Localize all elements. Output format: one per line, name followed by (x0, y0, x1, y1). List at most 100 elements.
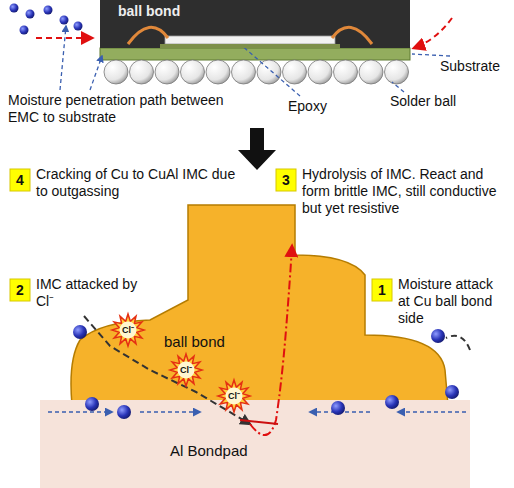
leader-lines (412, 54, 450, 56)
callout-number-text: 4 (16, 172, 24, 189)
label-box: Moisture penetration path between EMC to… (8, 92, 256, 126)
label-box: Substrate (440, 58, 510, 75)
solder-ball (283, 60, 307, 84)
node-label: ball bond (118, 3, 180, 20)
solder-ball (308, 60, 332, 84)
leader-lines (392, 82, 404, 92)
solder-ball (181, 60, 205, 84)
label-box: IMC attacked by Cl⁻ (36, 276, 146, 310)
callout-number: 1 (372, 279, 392, 301)
solder-balls (104, 60, 409, 84)
moisture-dot (26, 10, 35, 19)
chloride-star (112, 314, 144, 346)
ion-label: Cl⁻ (180, 365, 192, 376)
moisture-dot (431, 329, 445, 343)
solder-ball (385, 60, 409, 84)
label-box: Cl⁻ (180, 365, 192, 376)
moisture-dot (331, 401, 345, 415)
chloride-star-core (120, 322, 137, 339)
chloride-path (84, 316, 250, 424)
solder-ball (155, 60, 179, 84)
node-label: Al Bondpad (170, 442, 248, 460)
annotation-text: Hydrolysis of IMC. React and form brittl… (302, 166, 506, 216)
moisture-dots (10, 4, 83, 35)
solder-ball (359, 60, 383, 84)
moisture-dot (385, 395, 399, 409)
moisture-arc (446, 336, 470, 350)
annotation-text: Epoxy (288, 98, 378, 115)
moisture-arrows (36, 37, 92, 39)
al-bondpad-outline (40, 400, 470, 488)
leader-lines (240, 44, 300, 96)
callout-number-outline (10, 169, 30, 191)
hydrolysis-path (250, 246, 292, 435)
label-box: Solder ball (390, 93, 500, 110)
moisture-flow (140, 411, 200, 413)
moisture-dot (445, 385, 459, 399)
substrate-band (100, 48, 410, 60)
chloride-stars (112, 314, 250, 412)
moisture-dot (85, 397, 99, 411)
al-bondpad-shape (40, 400, 470, 488)
moisture-flow (398, 411, 466, 413)
label-box: Hydrolysis of IMC. React and form brittl… (302, 166, 506, 216)
callout-number-outline (10, 279, 30, 301)
moisture-dot (60, 16, 69, 25)
leader-lines (60, 26, 66, 90)
moisture-flow (48, 411, 466, 413)
mold-compound-outline (100, 0, 410, 48)
ball-bond-outline (71, 205, 448, 405)
annotation-text: Solder ball (390, 93, 500, 110)
callout-number: 4 (10, 169, 30, 191)
callout-number: 2 (10, 279, 30, 301)
callout-number-outline (372, 279, 392, 301)
annotation-text: Cracking of Cu to CuAl IMC due to outgas… (36, 166, 241, 200)
solder-ball (232, 60, 256, 84)
solder-ball (130, 60, 154, 84)
ion-label: Cl⁻ (228, 391, 240, 402)
label-box: Epoxy (288, 98, 378, 115)
label-box: Moisture attack at Cu ball bond side (398, 276, 506, 326)
die-attach (160, 44, 340, 48)
callout-number-outline (276, 169, 296, 191)
node-label: ball bond (164, 333, 225, 351)
leader-lines (90, 56, 102, 90)
moisture-dot (20, 26, 29, 35)
callout-number: 3 (276, 169, 296, 191)
annotation-text: Moisture penetration path between EMC to… (8, 92, 256, 126)
moisture-dot (10, 4, 19, 13)
moisture-dot (74, 22, 83, 31)
solder-ball (104, 60, 128, 84)
ion-label: Cl⁻ (122, 325, 134, 336)
callout-number-text: 2 (16, 282, 24, 299)
annotation-text: Substrate (440, 58, 510, 75)
annotation-text: Moisture attack at Cu ball bond side (398, 276, 506, 326)
chloride-star-core (226, 388, 243, 405)
moisture-dot (44, 6, 53, 15)
moisture-dot (73, 325, 87, 339)
callout-number-text: 1 (378, 282, 386, 299)
bond-wire (128, 27, 168, 44)
annotation-text: IMC attacked by Cl⁻ (36, 276, 146, 310)
label-box: Cl⁻ (122, 325, 134, 336)
ball-bond-shape (68, 205, 450, 405)
moisture-dots (73, 325, 459, 419)
bond-wire (332, 27, 372, 44)
solder-ball (206, 60, 230, 84)
chloride-star (218, 380, 250, 412)
callout-number-text: 3 (282, 172, 290, 189)
die (165, 36, 335, 44)
chloride-star-core (178, 362, 195, 379)
solder-ball (334, 60, 358, 84)
moisture-arrows (414, 18, 452, 48)
crack-line (240, 420, 278, 424)
moisture-dot (117, 405, 131, 419)
ball-bond: ball bond (68, 205, 450, 405)
moisture-flow (48, 411, 112, 413)
label-box: Cl⁻ (228, 391, 240, 402)
zoom-arrow (238, 128, 276, 170)
al-bondpad: Al Bondpad (40, 400, 470, 488)
label-box: Cracking of Cu to CuAl IMC due to outgas… (36, 166, 241, 200)
